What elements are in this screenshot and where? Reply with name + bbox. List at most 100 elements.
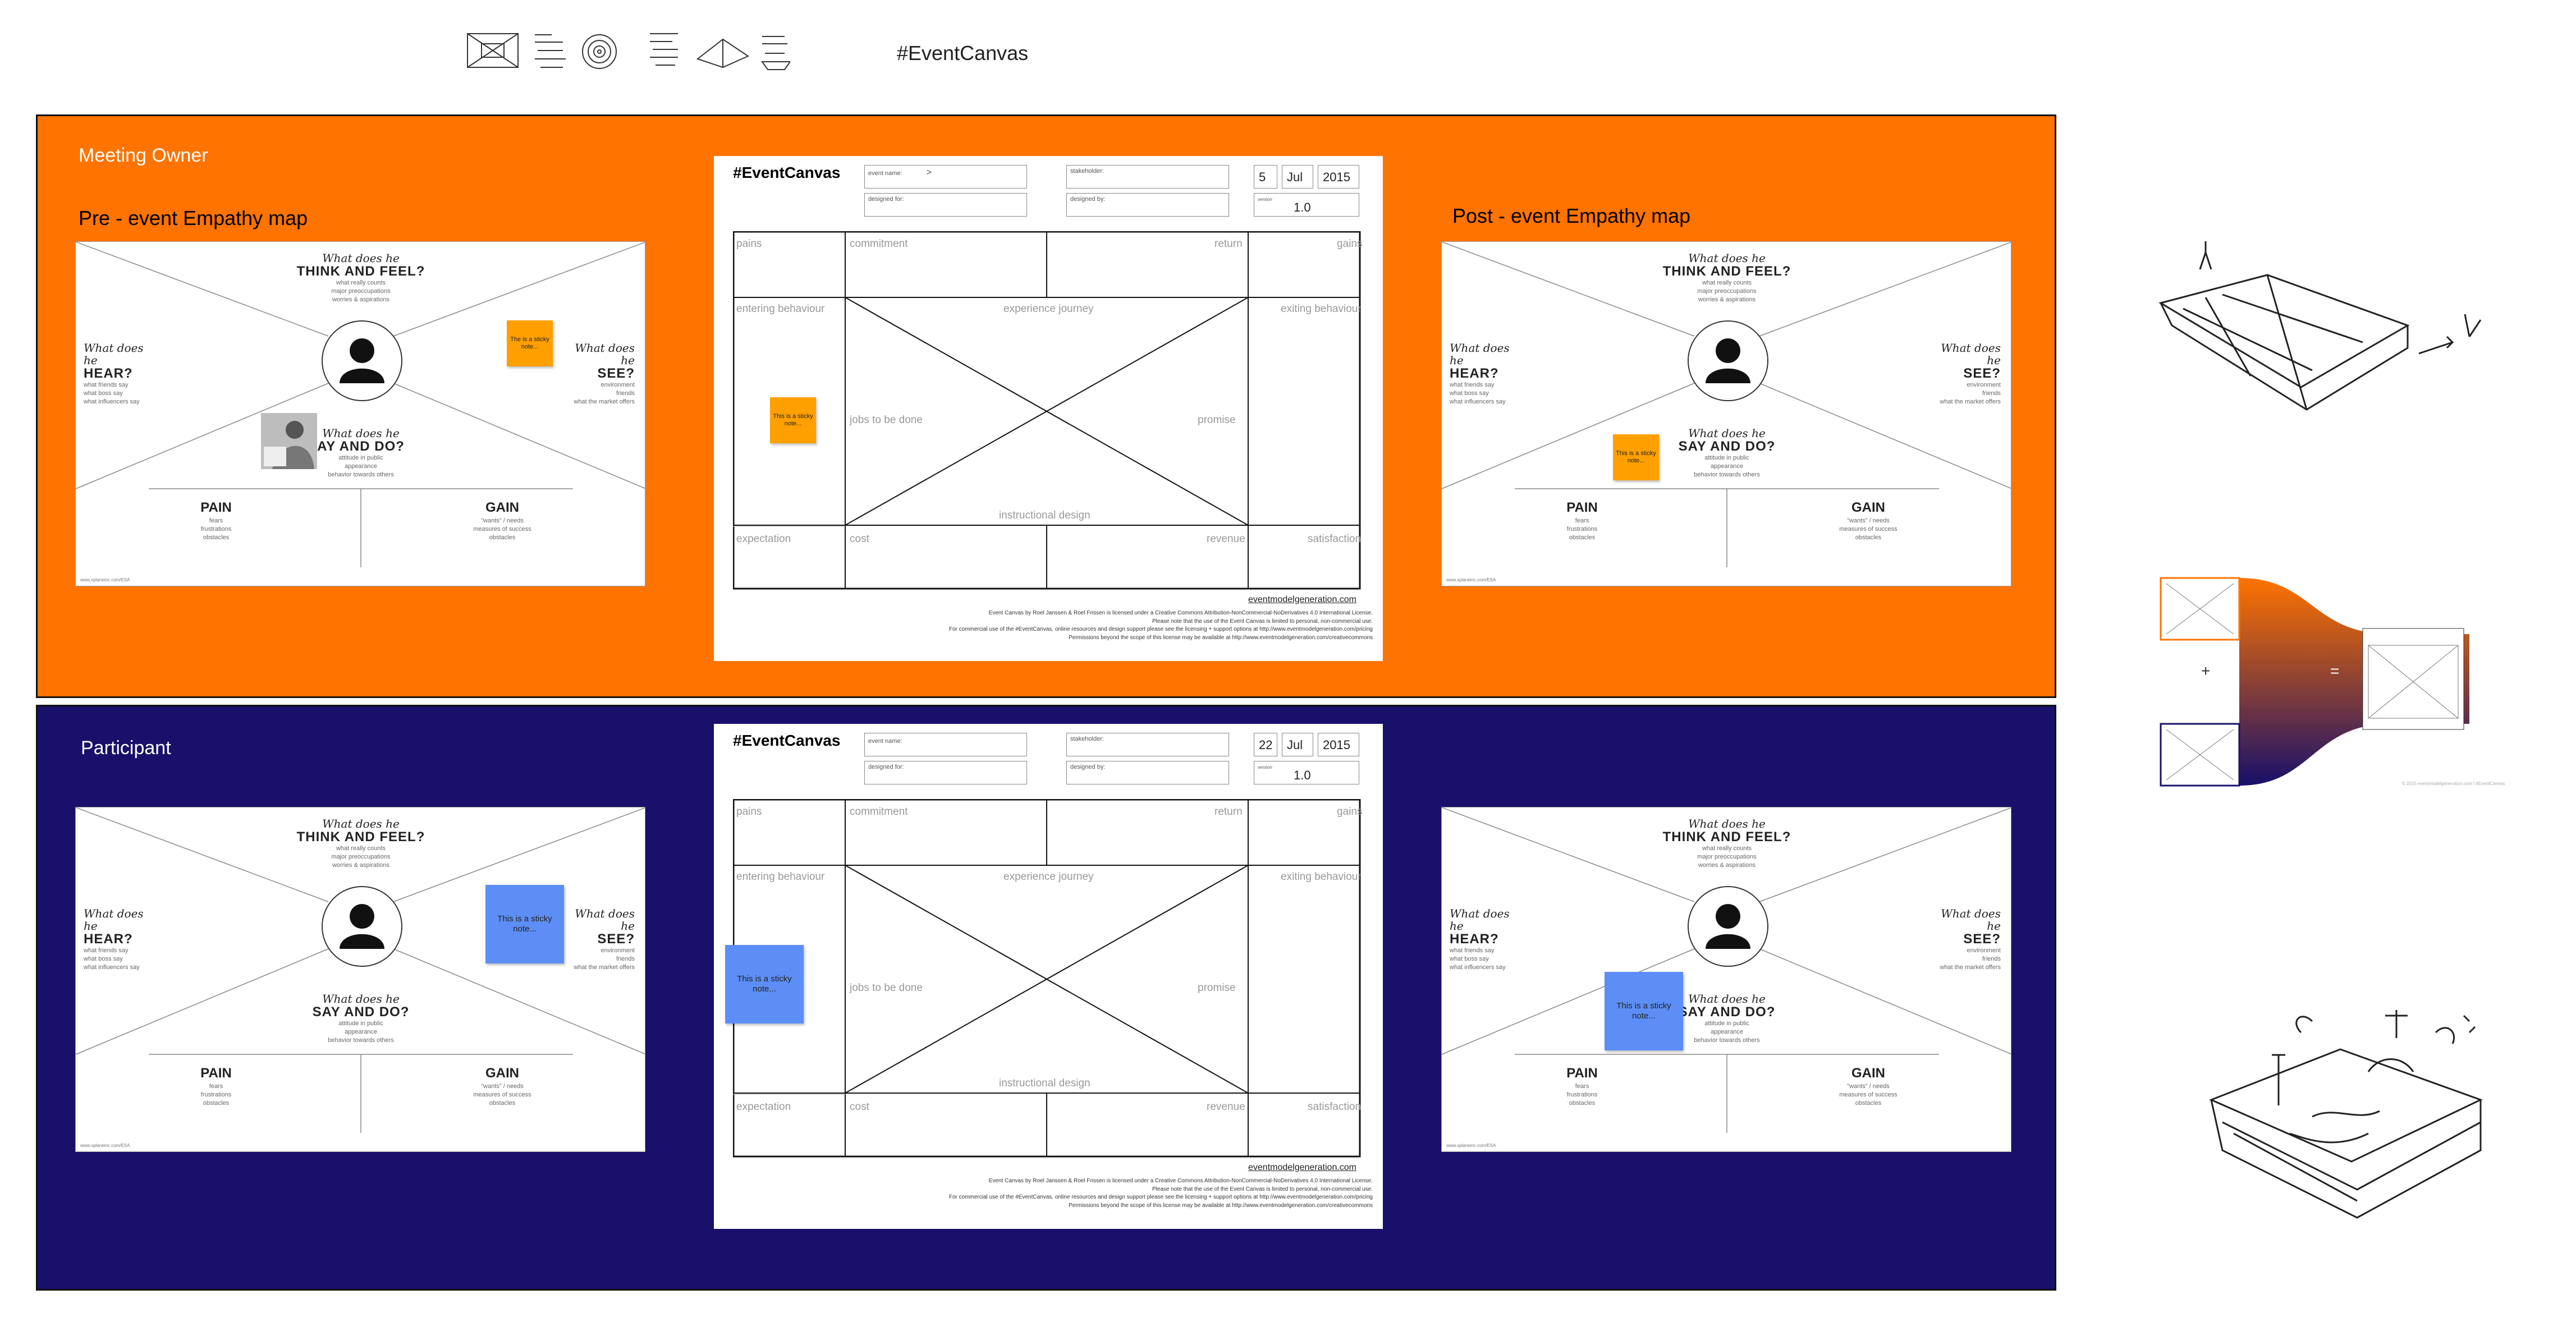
block-revenue: revenue: [1207, 533, 1245, 545]
block-expectation: expectation: [736, 533, 791, 545]
article-notes-icon[interactable]: [650, 33, 678, 66]
sub-line: frustrations: [200, 1091, 232, 1098]
sub-line: obstacles: [1569, 534, 1596, 541]
empathy-footer: www.xplaneinc.com/ESA: [80, 1143, 130, 1148]
sticky-note[interactable]: The is a sticky note...: [507, 320, 553, 366]
sub-line: what the market offers: [1940, 964, 2001, 971]
see-top: What does he: [575, 907, 635, 933]
empathy-map-post-participant[interactable]: What does he THINK AND FEEL? what really…: [1441, 807, 2011, 1152]
day-field[interactable]: 5: [1254, 165, 1277, 189]
sketch-canvas-icon[interactable]: [467, 33, 519, 68]
sub-line: what really counts: [336, 279, 386, 287]
think-top: What does he: [1688, 817, 1766, 830]
sub-line: environment: [601, 947, 635, 954]
person-photo: [261, 413, 317, 469]
empathy-map-post-owner[interactable]: What does he THINK AND FEEL? what really…: [1441, 241, 2011, 586]
version-label: version: [1258, 197, 1272, 202]
sub-line: environment: [601, 382, 635, 389]
year-field[interactable]: 2015: [1318, 733, 1359, 756]
canvas-url[interactable]: eventmodelgeneration.com: [1248, 595, 1357, 604]
license-line: Please note that the use of the Event Ca…: [1152, 618, 1373, 625]
toolbar-icons: [467, 33, 790, 70]
empathy-map-pre-participant[interactable]: What does he THINK AND FEEL? what really…: [75, 807, 645, 1152]
block-commitment: commitment: [850, 806, 908, 818]
design-notes-icon[interactable]: [535, 34, 566, 68]
block-return: return: [1214, 806, 1243, 818]
target-spiral-icon[interactable]: [582, 34, 617, 69]
sub-line: "wants" / needs: [481, 517, 524, 524]
sticky-note[interactable]: This is a sticky note...: [725, 945, 804, 1024]
day-field[interactable]: 22: [1254, 733, 1277, 756]
designed-for-field[interactable]: designed for:: [864, 761, 1027, 784]
sub-line: friends: [1982, 390, 2001, 397]
pre-event-empathy-title: Pre - event Empathy map: [79, 206, 308, 230]
sticky-note[interactable]: This is a sticky note...: [1605, 972, 1683, 1050]
license-line: Event Canvas by Roel Janssen & Roel Fris…: [988, 610, 1373, 616]
stakeholder-field[interactable]: stakeholder:: [1066, 733, 1229, 756]
canvas-url[interactable]: eventmodelgeneration.com: [1248, 1163, 1357, 1172]
sub-line: what influencers say: [1450, 964, 1506, 971]
ship-icon[interactable]: [761, 36, 790, 70]
designed-for-label: designed for:: [868, 764, 904, 770]
sub-line: what boss say: [1450, 390, 1489, 397]
month-field[interactable]: Jul: [1282, 165, 1313, 189]
sub-line: appearance: [344, 463, 378, 470]
hear-main: HEAR?: [1450, 931, 1499, 947]
pain-label: PAIN: [200, 1066, 232, 1081]
year-field[interactable]: 2015: [1318, 165, 1359, 189]
say-top: What does he: [1688, 426, 1766, 440]
sub-line: obstacles: [1855, 534, 1882, 541]
block-entering: entering behaviour: [736, 871, 825, 883]
sub-line: major preoccupations: [331, 853, 391, 861]
block-revenue: revenue: [1207, 1101, 1245, 1113]
sticky-note[interactable]: This is a sticky note...: [770, 397, 816, 443]
sticky-note[interactable]: This is a sticky note...: [1613, 434, 1659, 480]
sub-line: fears: [1575, 517, 1589, 524]
sub-line: measures of success: [473, 525, 531, 533]
month-value: Jul: [1287, 170, 1303, 184]
participant-title: Participant: [81, 737, 171, 759]
designed-by-field[interactable]: designed by:: [1066, 761, 1229, 784]
event-name-field[interactable]: event name: >: [864, 165, 1027, 189]
see-main: SEE?: [1963, 931, 2001, 947]
month-field[interactable]: Jul: [1282, 733, 1313, 756]
paper-plane-icon[interactable]: [696, 38, 750, 68]
sub-line: what really counts: [1702, 279, 1752, 287]
year-value: 2015: [1323, 170, 1350, 184]
think-and-feel-section: What does he THINK AND FEEL? what really…: [271, 818, 451, 870]
block-return: return: [1214, 238, 1243, 250]
version-value: 1.0: [1294, 768, 1311, 782]
designed-by-field[interactable]: designed by:: [1066, 193, 1229, 217]
gain-label: GAIN: [485, 1066, 519, 1081]
empathy-map-pre-owner[interactable]: What does he THINK AND FEEL? what really…: [75, 241, 645, 586]
sub-line: friends: [1982, 956, 2001, 963]
sub-line: frustrations: [200, 525, 232, 533]
empathy-map-lines: [76, 807, 645, 1133]
stakeholder-field[interactable]: stakeholder:: [1066, 165, 1229, 189]
canvas-combination-diagram: [2160, 577, 2469, 787]
block-journey: experience journey: [1003, 871, 1094, 883]
block-journey: experience journey: [1003, 303, 1094, 315]
think-main: THINK AND FEEL?: [1662, 264, 1791, 279]
sub-line: friends: [616, 956, 635, 963]
sub-line: worries & aspirations: [332, 862, 390, 869]
combination-credit: © 2015 eventmodelgeneration.com | #Event…: [2402, 781, 2505, 786]
sticky-note[interactable]: This is a sticky note...: [485, 885, 564, 963]
gain-label: GAIN: [1851, 1066, 1885, 1081]
event-table-sketch-1: [2158, 241, 2482, 411]
event-table-sketch-2: [2209, 1010, 2483, 1219]
person-icon: [1706, 904, 1750, 949]
designed-for-field[interactable]: designed for:: [864, 193, 1027, 217]
event-name-field[interactable]: event name:: [864, 733, 1027, 756]
sub-line: fears: [1575, 1083, 1589, 1090]
see-main: SEE?: [1963, 366, 2001, 381]
